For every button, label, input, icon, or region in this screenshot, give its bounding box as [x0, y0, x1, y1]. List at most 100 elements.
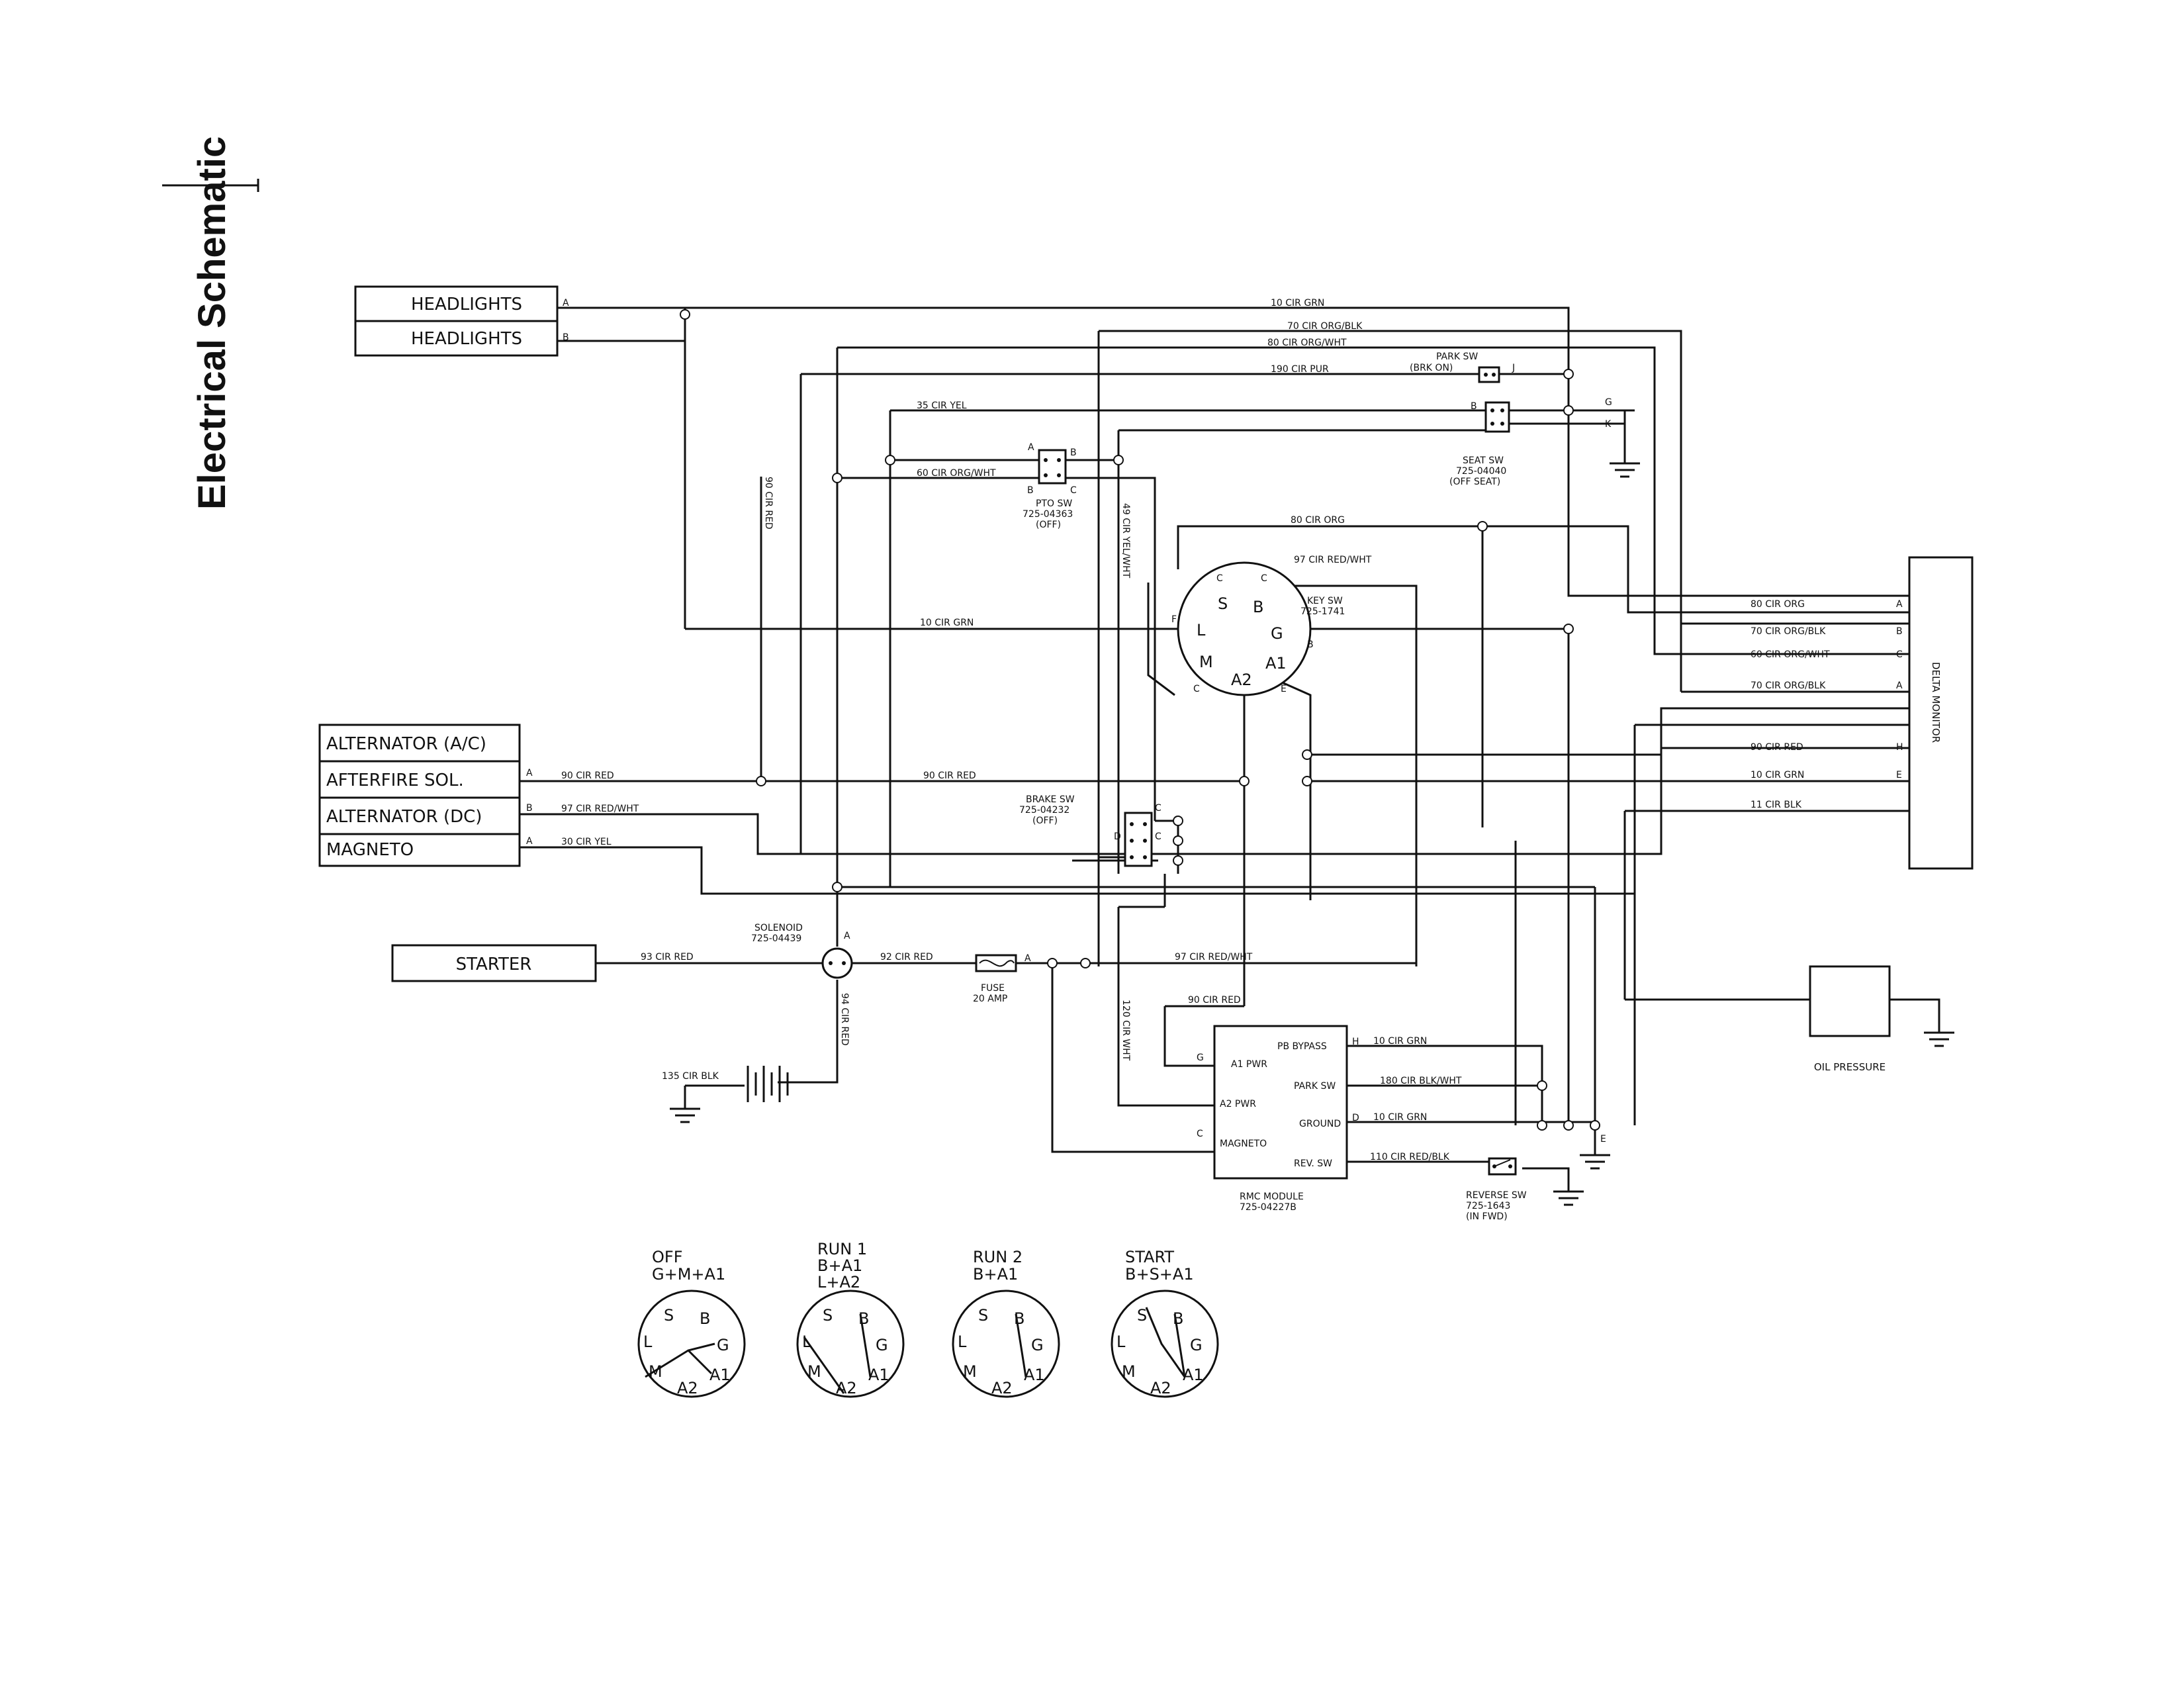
wire-label: 120 CIR WHT [1120, 1000, 1131, 1061]
wire-label: 90 CIR RED [923, 771, 976, 781]
solenoid-name: SOLENOID [754, 923, 803, 933]
wire-label: 190 CIR PUR [1271, 364, 1329, 375]
monitor-pin: H [1896, 742, 1903, 753]
pin-c: C [1155, 803, 1161, 814]
pin-b: B [1070, 447, 1077, 458]
pin-b: B [1307, 639, 1314, 650]
wire-label: 70 CIR ORG/BLK [1287, 321, 1363, 332]
ground-icon [670, 1107, 700, 1123]
pin-d: D [1114, 831, 1121, 842]
term-s: S [664, 1306, 674, 1325]
pin-b: B [526, 803, 533, 814]
rmc-pin-revsw: REV. SW [1294, 1158, 1332, 1169]
wire-label: 180 CIR BLK/WHT [1380, 1076, 1462, 1086]
key-positions: OFF G+M+A1 S B L G M A2 A1 RUN 1 B+A1 L+… [637, 1240, 1219, 1398]
wire-label: 35 CIR YEL [917, 400, 967, 411]
pin-a: A [1024, 953, 1031, 964]
delta-monitor-box: DELTA MONITOR [1908, 556, 1974, 870]
key-pos-combo2: L+A2 [817, 1273, 860, 1291]
monitor-pin: A [1896, 599, 1903, 610]
alternator-ac-label: ALTERNATOR (A/C) [326, 734, 486, 754]
brake-sw-name: BRAKE SW [1026, 794, 1075, 805]
key-pos-combo: B+A1 [817, 1256, 862, 1275]
term-m: M [1122, 1362, 1136, 1381]
pin-b: B [563, 332, 569, 343]
pin-g: G [1197, 1053, 1204, 1063]
monitor-wire-labels: 80 CIR ORG A 70 CIR ORG/BLK B 60 CIR ORG… [1751, 599, 1903, 810]
term-s: S [823, 1306, 833, 1325]
wire-label: 10 CIR GRN [920, 618, 974, 628]
pin-b: B [1471, 401, 1477, 412]
term-m: M [963, 1362, 977, 1381]
term-s: S [1137, 1306, 1147, 1325]
rmc-pin-parksw: PARK SW [1294, 1081, 1336, 1092]
wire-labels: 10 CIR GRN 70 CIR ORG/BLK 80 CIR ORG/WHT… [561, 298, 1462, 1162]
pin-j: J [1512, 363, 1515, 373]
term-g: G [1031, 1336, 1044, 1354]
pin-d: D [1352, 1113, 1359, 1123]
wire-label: 10 CIR GRN [1373, 1112, 1427, 1123]
pin-f: F [1171, 614, 1177, 625]
term-a2: A2 [677, 1379, 698, 1397]
term-a1: A1 [1024, 1366, 1045, 1384]
wire-label: 10 CIR GRN [1271, 298, 1324, 308]
pin-h: H [1352, 1037, 1359, 1047]
seat-sw-state: (OFF SEAT) [1449, 477, 1500, 487]
term-g: G [717, 1336, 729, 1354]
key-pos-combo: B+A1 [973, 1265, 1018, 1284]
headlights-a-label: HEADLIGHTS [411, 295, 522, 314]
brake-switch: C D C BRAKE SW 725-04232 (OFF) [1019, 794, 1161, 867]
park-sw-name: PARK SW [1436, 352, 1478, 362]
starter-box: STARTER [391, 944, 597, 982]
pin-a: A [563, 298, 569, 308]
term-g: G [1190, 1336, 1203, 1354]
pin-c: C [1216, 573, 1223, 584]
wire-label: 90 CIR RED [561, 771, 614, 781]
wire-label: 93 CIR RED [641, 952, 694, 962]
headlights-box: HEADLIGHTS HEADLIGHTS A B [354, 285, 569, 357]
wire-label: 30 CIR YEL [561, 837, 612, 847]
monitor-wire-label: 70 CIR ORG/BLK [1751, 680, 1826, 691]
monitor-wire-label: 10 CIR GRN [1751, 770, 1804, 780]
reverse-switch: REVERSE SW 725-1643 (IN FWD) [1466, 1157, 1527, 1222]
monitor-wire-label: 60 CIR ORG/WHT [1751, 649, 1830, 660]
wire-label: 90 CIR RED [763, 477, 774, 530]
term-a1: A1 [709, 1366, 731, 1384]
key-pos-name: START [1125, 1248, 1174, 1266]
key-position-run2: RUN 2 B+A1 S B L G M A2 A1 [952, 1248, 1060, 1398]
reverse-sw-name: REVERSE SW [1466, 1190, 1527, 1201]
monitor-wire-label: 80 CIR ORG [1751, 599, 1805, 610]
wire-label: 80 CIR ORG [1291, 515, 1345, 526]
key-pos-name: OFF [652, 1248, 683, 1266]
key-term-l: L [1197, 621, 1206, 639]
key-position-start: START B+S+A1 S B L G M A2 A1 [1111, 1248, 1219, 1398]
junction-dots [680, 309, 1600, 1131]
starter-label: STARTER [456, 955, 532, 974]
term-a1: A1 [868, 1366, 889, 1384]
key-switch: S B L G M A2 A1 C C F B C E KEY SW 725-1… [1171, 561, 1345, 696]
ground-icon [1553, 1178, 1584, 1206]
rmc-pin-magneto: MAGNETO [1220, 1139, 1267, 1149]
key-pos-combo: G+M+A1 [652, 1265, 725, 1284]
wire-label: 92 CIR RED [880, 952, 933, 962]
term-l: L [1116, 1333, 1126, 1351]
monitor-pin: E [1896, 770, 1902, 780]
pin-a: A [844, 931, 850, 941]
wire-label: 97 CIR RED/WHT [1294, 555, 1372, 565]
fuse-rating: 20 AMP [973, 994, 1007, 1004]
pin-b: B [1027, 485, 1034, 496]
monitor-pin: B [1896, 626, 1903, 637]
key-term-b: B [1253, 598, 1263, 616]
pin-c: C [1261, 573, 1267, 584]
afterfire-sol-label: AFTERFIRE SOL. [326, 771, 464, 790]
seat-sw-part: 725-04040 [1456, 466, 1506, 477]
seat-sw-name: SEAT SW [1463, 455, 1504, 466]
wire-label: 94 CIR RED [839, 993, 850, 1046]
rmc-pin-pbbypass: PB BYPASS [1277, 1041, 1327, 1052]
pin-a: A [526, 836, 533, 847]
key-pos-name: RUN 1 [817, 1240, 867, 1258]
pto-sw-part: 725-04363 [1023, 509, 1073, 520]
brake-sw-part: 725-04232 [1019, 805, 1069, 816]
delta-monitor-label: DELTA MONITOR [1930, 662, 1942, 743]
